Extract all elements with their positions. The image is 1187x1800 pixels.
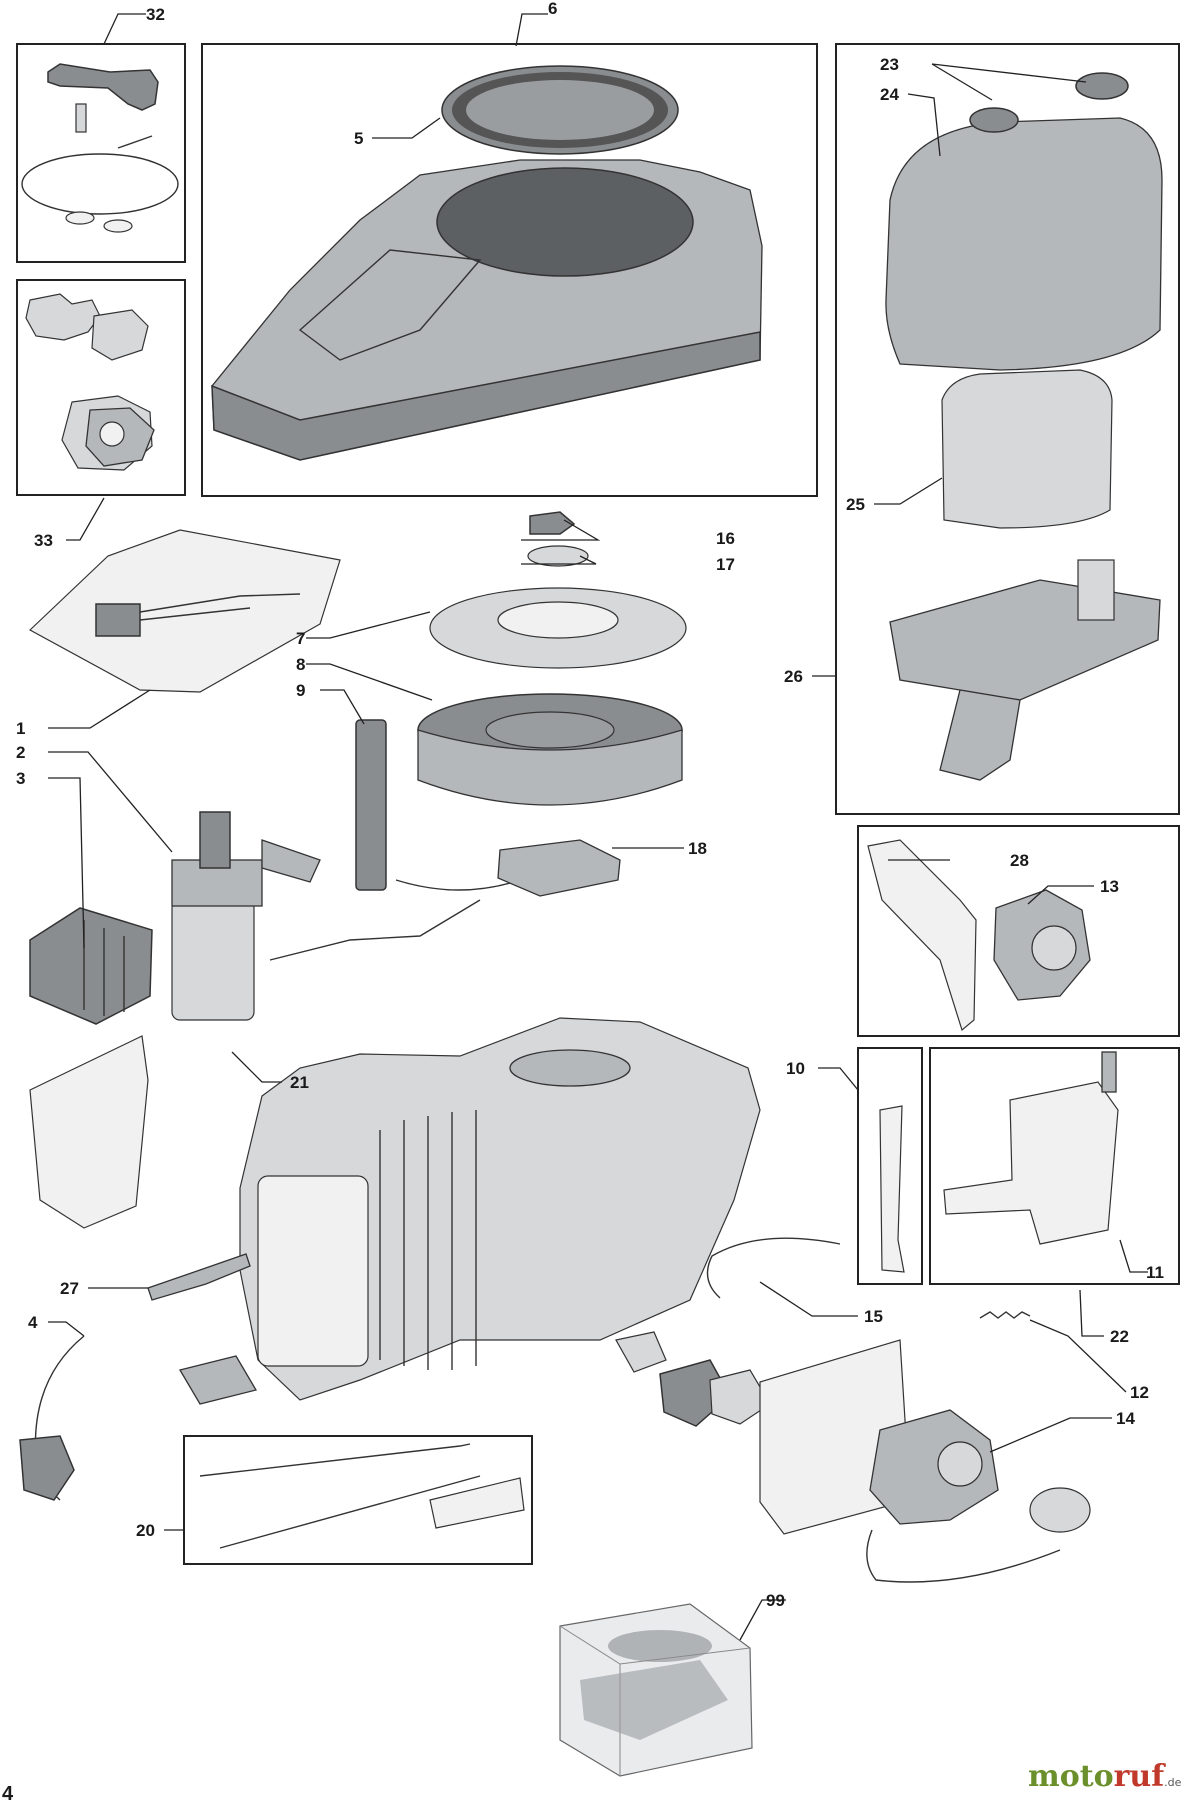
spark-plug-lead-drawing bbox=[19, 1335, 258, 1501]
callout-8: 8 bbox=[296, 655, 305, 674]
governor-control-bracket-drawing bbox=[943, 1051, 1119, 1245]
callout-14: 14 bbox=[1116, 1409, 1135, 1428]
callout-26: 26 bbox=[784, 667, 803, 686]
starter-motor-drawing bbox=[171, 811, 321, 1021]
fuel-pump-bracket-drawing bbox=[867, 839, 977, 1032]
watermark-moto: moto bbox=[1028, 1759, 1114, 1794]
callout-25: 25 bbox=[846, 495, 865, 514]
callout-24: 24 bbox=[880, 85, 899, 104]
watermark-ruf: ruf bbox=[1114, 1759, 1167, 1794]
frame-blower-housing bbox=[201, 43, 818, 497]
callout-10: 10 bbox=[786, 1059, 805, 1078]
callout-23: 23 bbox=[880, 55, 899, 74]
frame-air-filter bbox=[835, 43, 1180, 815]
frame-fuel-pump bbox=[857, 825, 1180, 1037]
frame-bracket-10 bbox=[857, 1047, 923, 1285]
callout-32: 32 bbox=[146, 5, 165, 24]
breather-hose-drawing bbox=[706, 1237, 841, 1299]
callout-20: 20 bbox=[136, 1521, 155, 1540]
callout-33: 33 bbox=[34, 531, 53, 550]
callout-16: 16 bbox=[716, 529, 735, 548]
carburetor-drawing bbox=[759, 1339, 1091, 1583]
callout-21: 21 bbox=[290, 1073, 309, 1092]
callout-7: 7 bbox=[296, 629, 305, 648]
callout-5: 5 bbox=[354, 129, 363, 148]
spark-plug-drawing bbox=[147, 1253, 251, 1301]
callout-99: 99 bbox=[766, 1591, 785, 1610]
air-filter-cover-drawing bbox=[885, 72, 1163, 371]
blower-housing-drawing bbox=[211, 159, 763, 461]
flywheel-drawing bbox=[417, 693, 683, 806]
callout-13: 13 bbox=[1100, 877, 1119, 896]
callout-17: 17 bbox=[716, 555, 735, 574]
gasket-set-drawing bbox=[25, 293, 155, 471]
callout-11: 11 bbox=[1146, 1263, 1164, 1282]
page-number: 4 bbox=[2, 1783, 14, 1800]
callout-6: 6 bbox=[548, 0, 557, 18]
callout-12: 12 bbox=[1130, 1383, 1149, 1402]
motoruf-watermark: motoruf.de bbox=[1028, 1759, 1182, 1794]
callout-18: 18 bbox=[688, 839, 707, 858]
callout-3: 3 bbox=[16, 769, 25, 788]
flywheel-nut-drawing bbox=[527, 511, 589, 567]
wiring-harness-drawing bbox=[28, 529, 341, 693]
heat-shield-drawing bbox=[29, 1035, 149, 1229]
rectifier-drawing bbox=[29, 907, 153, 1025]
watermark-suffix: .de bbox=[1164, 1776, 1181, 1789]
callout-22: 22 bbox=[1110, 1327, 1129, 1346]
fuel-pump-drawing bbox=[993, 889, 1091, 1001]
intake-spacer-drawing bbox=[615, 1331, 771, 1427]
air-filter-element-drawing bbox=[941, 369, 1113, 529]
leader-lines bbox=[48, 13, 1148, 1641]
frame-kit-32 bbox=[16, 43, 186, 263]
air-filter-base-drawing bbox=[889, 559, 1161, 781]
frame-governor-bracket bbox=[929, 1047, 1180, 1285]
governor-spring-drawing bbox=[979, 1311, 1031, 1319]
short-block-box-drawing bbox=[559, 1603, 753, 1777]
engine-block-drawing bbox=[239, 1017, 761, 1401]
callout-15: 15 bbox=[864, 1307, 883, 1326]
frame-kit-33 bbox=[16, 279, 186, 496]
callout-2: 2 bbox=[16, 743, 25, 762]
callout-27: 27 bbox=[60, 1279, 79, 1298]
throttle-bracket-drawing bbox=[879, 1105, 905, 1273]
svg-text:motoruf.de: motoruf.de bbox=[1028, 1759, 1182, 1794]
callout-28: 28 bbox=[1010, 851, 1029, 870]
charging-coil-drawing bbox=[269, 839, 621, 961]
callout-1: 1 bbox=[16, 719, 25, 738]
callout-4: 4 bbox=[28, 1313, 38, 1332]
primer-bulb-kit-drawing bbox=[21, 63, 179, 233]
blower-screen-drawing bbox=[441, 65, 679, 155]
linkage-rods-drawing bbox=[199, 1443, 525, 1549]
callout-9: 9 bbox=[296, 681, 305, 700]
callout-labels: 32 6 5 23 24 25 26 33 16 17 7 8 9 1 2 3 … bbox=[16, 0, 1164, 1610]
fan-drawing bbox=[429, 587, 687, 669]
frame-linkage-rods bbox=[183, 1435, 533, 1565]
